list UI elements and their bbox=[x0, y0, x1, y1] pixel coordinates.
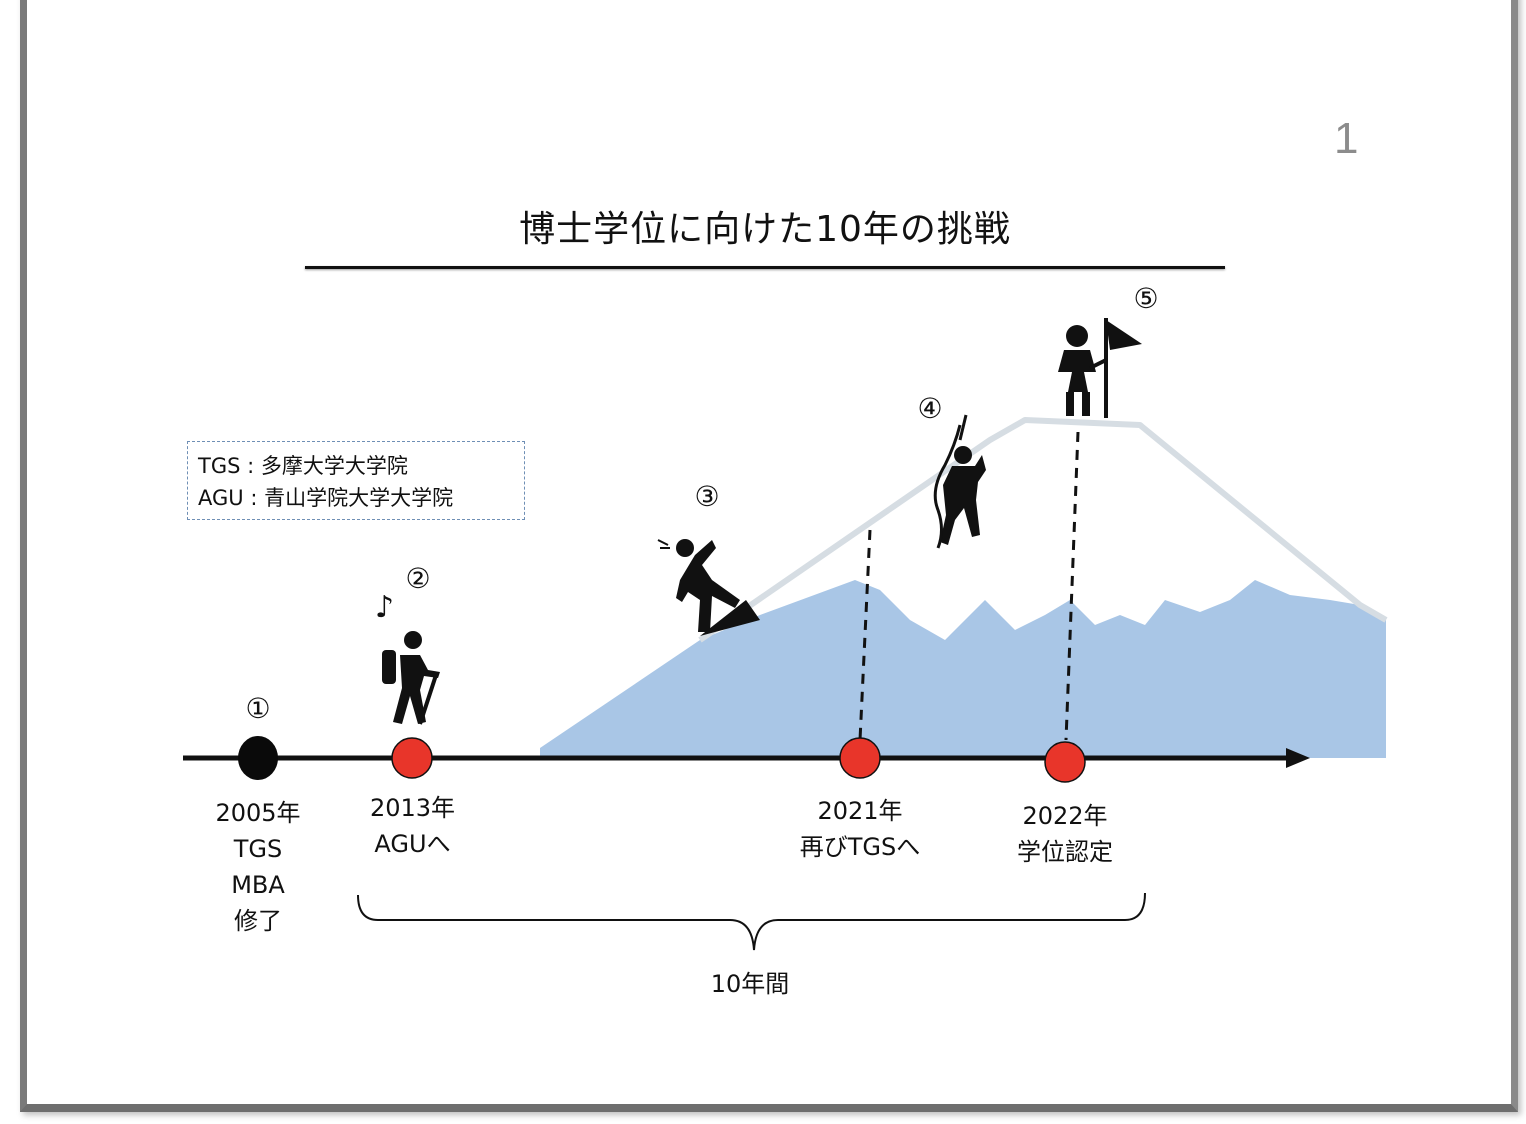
marker-4: ④ bbox=[917, 392, 943, 425]
event-label-2013: 2013年 AGUへ bbox=[350, 790, 475, 862]
marker-3: ③ bbox=[694, 480, 720, 513]
event-line-degree: 学位認定 bbox=[1017, 838, 1113, 866]
ten-year-label: 10年間 bbox=[710, 970, 790, 998]
mountain-shape bbox=[540, 580, 1386, 758]
slide-frame bbox=[20, 0, 1518, 1112]
page-number: 1 bbox=[1334, 114, 1359, 163]
event-label-2021: 2021年 再びTGSへ bbox=[785, 793, 935, 865]
milestone-dot-2013 bbox=[391, 737, 433, 779]
event-year-2005: 2005年 bbox=[215, 799, 301, 827]
marker-2: ② bbox=[405, 562, 431, 595]
summit-flag-icon bbox=[1058, 318, 1142, 418]
marker-5: ⑤ bbox=[1133, 282, 1159, 315]
rope-climber-icon bbox=[933, 414, 986, 549]
event-label-2005: 2005年 TGS MBA 修了 bbox=[198, 795, 318, 939]
hiker-icon bbox=[382, 631, 440, 725]
ten-year-brace bbox=[357, 892, 1146, 951]
music-note-icon: ♪ bbox=[375, 590, 395, 625]
event-year-2021: 2021年 bbox=[817, 797, 903, 825]
marker-1: ① bbox=[245, 692, 271, 725]
timeline-arrowhead bbox=[1286, 748, 1310, 768]
milestone-dot-2021 bbox=[839, 737, 881, 779]
event-line-tgs: TGS bbox=[233, 835, 283, 863]
event-year-2022: 2022年 bbox=[1022, 802, 1108, 830]
event-line-mba: MBA bbox=[231, 871, 285, 899]
legend-line-tgs: TGS : 多摩大学大学院 bbox=[198, 454, 408, 478]
event-label-2022: 2022年 学位認定 bbox=[995, 798, 1135, 870]
legend-box: TGS : 多摩大学大学院 AGU : 青山学院大学大学院 bbox=[187, 441, 525, 520]
dashed-guide-2022 bbox=[1064, 431, 1080, 741]
event-line-completion: 修了 bbox=[234, 907, 282, 935]
milestone-dot-2022 bbox=[1044, 741, 1086, 783]
event-year-2013: 2013年 bbox=[369, 794, 456, 822]
slide-title: 博士学位に向けた10年の挑戦 bbox=[519, 209, 1011, 250]
title-underline bbox=[305, 266, 1225, 269]
event-line-agu: AGUへ bbox=[374, 830, 451, 858]
slipping-climber-icon bbox=[657, 539, 760, 636]
event-line-return-tgs: 再びTGSへ bbox=[799, 833, 921, 861]
milestone-dot-2005 bbox=[238, 736, 278, 780]
legend-line-agu: AGU : 青山学院大学大学院 bbox=[198, 486, 454, 510]
